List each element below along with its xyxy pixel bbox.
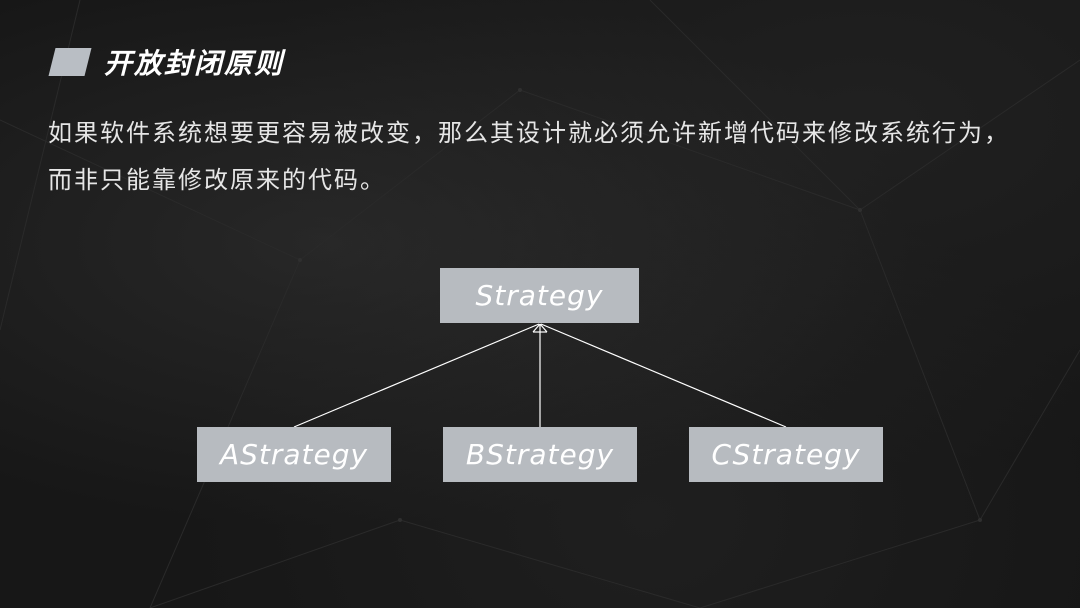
description-text: 如果软件系统想要更容易被改变，那么其设计就必须允许新增代码来修改系统行为，而非只…: [48, 119, 1010, 194]
bstrategy-label: BStrategy: [465, 438, 615, 471]
strategy-label: Strategy: [475, 279, 604, 312]
strategy-box: Strategy: [440, 268, 639, 323]
inheritance-arrowhead: [532, 323, 548, 333]
cstrategy-box: CStrategy: [689, 427, 883, 482]
slide-header: 开放封闭原则: [48, 42, 285, 82]
connector-a: [293, 323, 540, 428]
astrategy-label: AStrategy: [219, 438, 369, 471]
astrategy-box: AStrategy: [197, 427, 391, 482]
slide-title: 开放封闭原则: [104, 47, 285, 80]
bstrategy-box: BStrategy: [443, 427, 637, 482]
cstrategy-label: CStrategy: [711, 438, 861, 471]
connector-c: [540, 323, 787, 428]
